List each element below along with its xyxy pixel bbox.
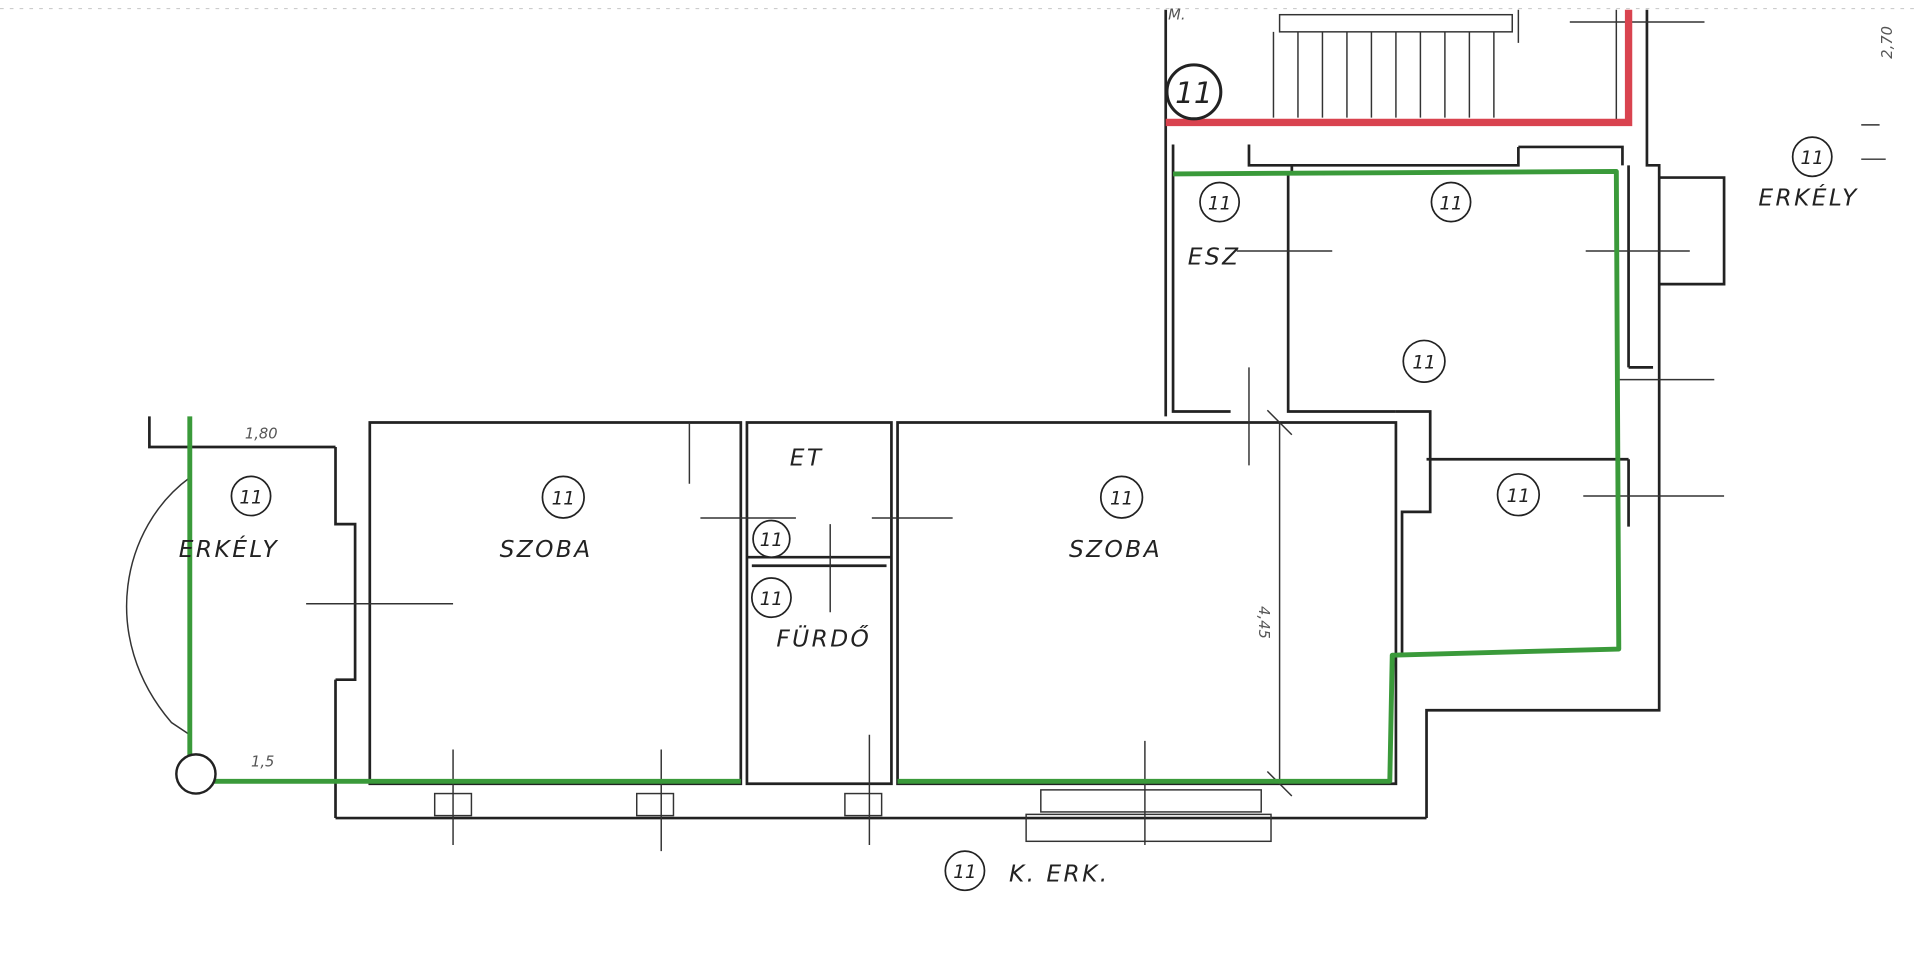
svg-text:11: 11	[1507, 486, 1530, 507]
corner-marker	[175, 753, 217, 795]
room-k-erk: 11 K. ERK.	[944, 850, 1110, 892]
dimension-15: 1,5	[251, 754, 274, 771]
svg-text:11: 11	[953, 862, 976, 883]
label-m: M.	[1168, 7, 1185, 24]
svg-text:11: 11	[1801, 148, 1824, 169]
svg-text:11: 11	[1175, 76, 1212, 110]
svg-text:FÜRDŐ: FÜRDŐ	[776, 625, 871, 653]
room-furdo: 11 FÜRDŐ	[750, 577, 871, 653]
svg-text:11: 11	[1412, 353, 1435, 374]
big-unit-marker: 11	[1165, 63, 1223, 121]
room-szoba-right: 11 SZOBA	[1069, 475, 1162, 563]
room-et: ET 11	[752, 444, 824, 559]
room-upper-a: 11	[1430, 181, 1472, 223]
room-erkely-left: 11 ERKÉLY	[179, 475, 279, 563]
svg-text:11: 11	[760, 530, 783, 551]
svg-text:SZOBA: SZOBA	[500, 536, 593, 563]
dimension-270: 2,70	[1879, 26, 1896, 59]
svg-text:ERKÉLY: ERKÉLY	[1758, 184, 1858, 212]
svg-text:ERKÉLY: ERKÉLY	[179, 535, 279, 563]
room-upper-c: 11	[1496, 473, 1541, 517]
dimension-180: 1,80	[245, 425, 278, 442]
upper-walls	[1164, 9, 1726, 819]
green-boundary	[187, 168, 1622, 784]
svg-text:11: 11	[1110, 489, 1133, 510]
red-boundary	[1165, 9, 1633, 127]
room-upper-b: 11	[1402, 339, 1446, 383]
room-szoba-left: 11 SZOBA	[500, 475, 593, 563]
lower-walls	[125, 416, 1427, 843]
svg-text:ET: ET	[790, 444, 824, 471]
room-erkely-right: 11 ERKÉLY	[1758, 136, 1858, 212]
svg-text:ESZ: ESZ	[1188, 244, 1241, 271]
svg-text:11: 11	[552, 489, 575, 510]
svg-text:K. ERK.: K. ERK.	[1009, 861, 1110, 888]
svg-text:11: 11	[760, 589, 783, 610]
svg-text:11: 11	[1439, 193, 1462, 214]
room-esz: 11 ESZ	[1188, 181, 1241, 271]
svg-text:11: 11	[239, 487, 262, 508]
dimension-445: 4,45	[1255, 606, 1272, 639]
dimension-lines	[306, 21, 1886, 852]
svg-text:SZOBA: SZOBA	[1069, 536, 1162, 563]
svg-text:11: 11	[1208, 193, 1231, 214]
